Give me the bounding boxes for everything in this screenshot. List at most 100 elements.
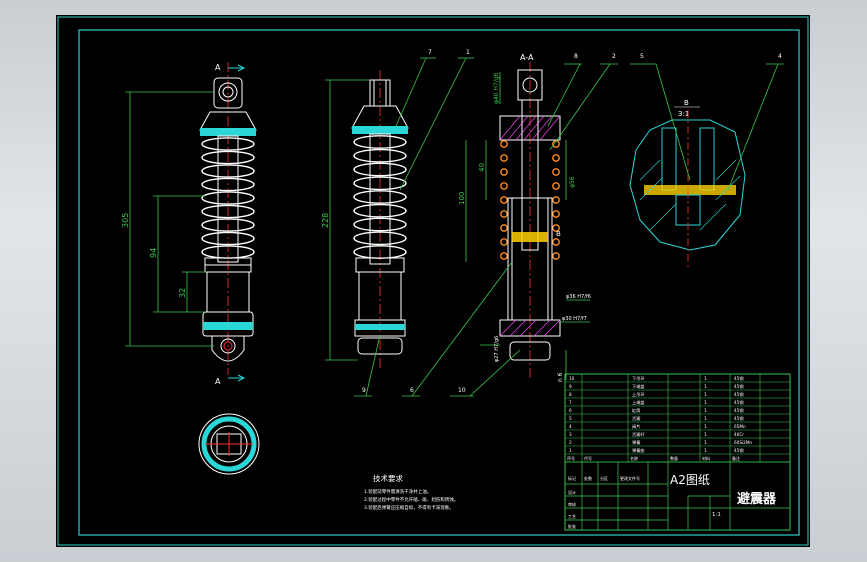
spring-coil bbox=[201, 191, 255, 205]
dim-small-left: 32 bbox=[178, 288, 187, 298]
parts-list-cell: 8 bbox=[569, 392, 572, 397]
lower-band bbox=[203, 322, 253, 330]
tech-requirement-3: 3.装配后弹簧应压缩自如，不得有卡滞现象。 bbox=[364, 504, 454, 511]
part-balloon: 5 bbox=[640, 53, 644, 60]
part-balloon: 9 bbox=[362, 387, 366, 394]
parts-list-cell: 弹簧座 bbox=[632, 447, 645, 454]
side-lower-band bbox=[355, 324, 405, 330]
section-detail-marker: B bbox=[556, 230, 561, 238]
end-view-outer bbox=[198, 413, 260, 475]
role-design: 设计 bbox=[568, 489, 576, 495]
spring-wire-section bbox=[552, 224, 560, 232]
sign-row-label: 标记 bbox=[568, 475, 576, 481]
tech-requirements: 技术要求 1.装配前零件需清洗干净并上油。 2.装配过程中零件不允许磕、碰、划伤… bbox=[364, 473, 458, 511]
detail-scale: 3:1 bbox=[678, 110, 689, 118]
spring-wire-section bbox=[500, 252, 508, 260]
product-name: 避震器 bbox=[737, 491, 777, 507]
part-balloon: 1 bbox=[466, 49, 470, 56]
section-bottom-cap bbox=[499, 319, 561, 337]
parts-list-cell: 1 bbox=[704, 440, 707, 445]
dim-section-a: 100 bbox=[458, 192, 466, 205]
top-eye-housing bbox=[213, 77, 243, 109]
section-bottom-hatch bbox=[499, 319, 561, 337]
dim-fit-3: φ30 H7/f7 bbox=[562, 316, 587, 322]
part-balloon: 2 bbox=[612, 53, 616, 60]
parts-list-cell: 45钢 bbox=[734, 447, 744, 454]
spring-coil bbox=[353, 203, 407, 218]
parts-list-header: 序号 bbox=[567, 455, 575, 461]
section-spring-coils bbox=[500, 140, 560, 260]
part-balloon: 8 bbox=[574, 53, 578, 60]
front-view: A A 305 94 32 bbox=[121, 62, 257, 386]
parts-list-cell: 1 bbox=[704, 384, 707, 389]
parts-list-cell: 10 bbox=[569, 376, 575, 381]
parts-list-cell: 缸筒 bbox=[632, 407, 640, 414]
piston-rod bbox=[217, 135, 239, 263]
top-eye-bore bbox=[222, 86, 234, 98]
detail-view: B 3:1 bbox=[629, 99, 746, 270]
bottom-eye-housing bbox=[211, 335, 245, 362]
spring-wire-section bbox=[552, 154, 560, 162]
parts-list-cell: 1 bbox=[704, 432, 707, 437]
spring-coil bbox=[201, 150, 255, 165]
parts-list-cell: 9 bbox=[569, 384, 572, 389]
bottom-eye-bore bbox=[223, 341, 233, 351]
section-title: A-A bbox=[520, 53, 534, 62]
spring-wire-section bbox=[500, 154, 508, 162]
spring-coil bbox=[353, 176, 407, 191]
spring-wire-section bbox=[552, 182, 560, 190]
side-upper-band bbox=[352, 126, 408, 134]
section-arrow-bottom bbox=[228, 374, 246, 382]
section-dimensions bbox=[465, 72, 590, 380]
dim-overall-right: 228 bbox=[321, 213, 330, 228]
parts-list-cell: 1 bbox=[704, 400, 707, 405]
parts-list-header: 材料 bbox=[702, 455, 710, 461]
top-eye-ring bbox=[218, 82, 238, 102]
parts-list-cell: 45钢 bbox=[734, 399, 744, 406]
parts-list-cell: 45钢 bbox=[734, 407, 744, 414]
spring-coil bbox=[201, 137, 255, 151]
spring-wire-section bbox=[500, 238, 508, 246]
spring-coil bbox=[201, 177, 255, 192]
spring-coil bbox=[353, 217, 407, 232]
tech-requirements-title: 技术要求 bbox=[373, 473, 403, 483]
spring-wire-section bbox=[500, 140, 508, 148]
parts-list-cell: 45钢 bbox=[734, 383, 744, 390]
side-bottom-eye bbox=[357, 337, 403, 355]
side-dimensions bbox=[325, 79, 370, 361]
part-balloon: 7 bbox=[428, 49, 432, 56]
parts-list-cell: 上端盖 bbox=[632, 399, 645, 406]
parts-list-header: 代号 bbox=[584, 455, 592, 461]
parts-list-cell: 6 bbox=[569, 408, 572, 413]
dim-spring-id: φ56 bbox=[569, 176, 576, 188]
parts-list-cell: 4 bbox=[569, 424, 572, 429]
parts-list-header: 备注 bbox=[732, 455, 740, 461]
spring-wire-section bbox=[552, 238, 560, 246]
parts-list-cell: 1 bbox=[704, 392, 707, 397]
parts-list-cell: 45钢 bbox=[734, 375, 744, 382]
end-view bbox=[198, 413, 260, 475]
role-review: 审核 bbox=[568, 501, 576, 507]
spring-coil bbox=[201, 218, 255, 232]
parts-list-header: 数量 bbox=[670, 455, 678, 461]
parts-list-cell: 活塞杆 bbox=[632, 431, 645, 438]
section-piston bbox=[512, 232, 548, 242]
detail-break-outline bbox=[629, 119, 746, 251]
section-arrow-top bbox=[228, 64, 246, 72]
parts-list-cell: 弹簧 bbox=[632, 439, 640, 446]
dim-mid-left: 94 bbox=[149, 248, 158, 258]
dim-n6: n 6 bbox=[557, 372, 564, 382]
scale-value: 1:1 bbox=[712, 512, 721, 518]
title-grid bbox=[565, 461, 790, 530]
spring-coil bbox=[353, 162, 407, 177]
parts-list-header: 名称 bbox=[630, 455, 638, 461]
parts-list-cell: 7 bbox=[569, 400, 572, 405]
dim-fit-4: φ27 H7/g6 bbox=[494, 336, 500, 362]
side-rod bbox=[369, 133, 391, 265]
upper-seat-band bbox=[200, 128, 256, 136]
dim-fit-1: φ40 H7/g6 bbox=[493, 72, 500, 104]
spring-coil bbox=[353, 135, 407, 149]
